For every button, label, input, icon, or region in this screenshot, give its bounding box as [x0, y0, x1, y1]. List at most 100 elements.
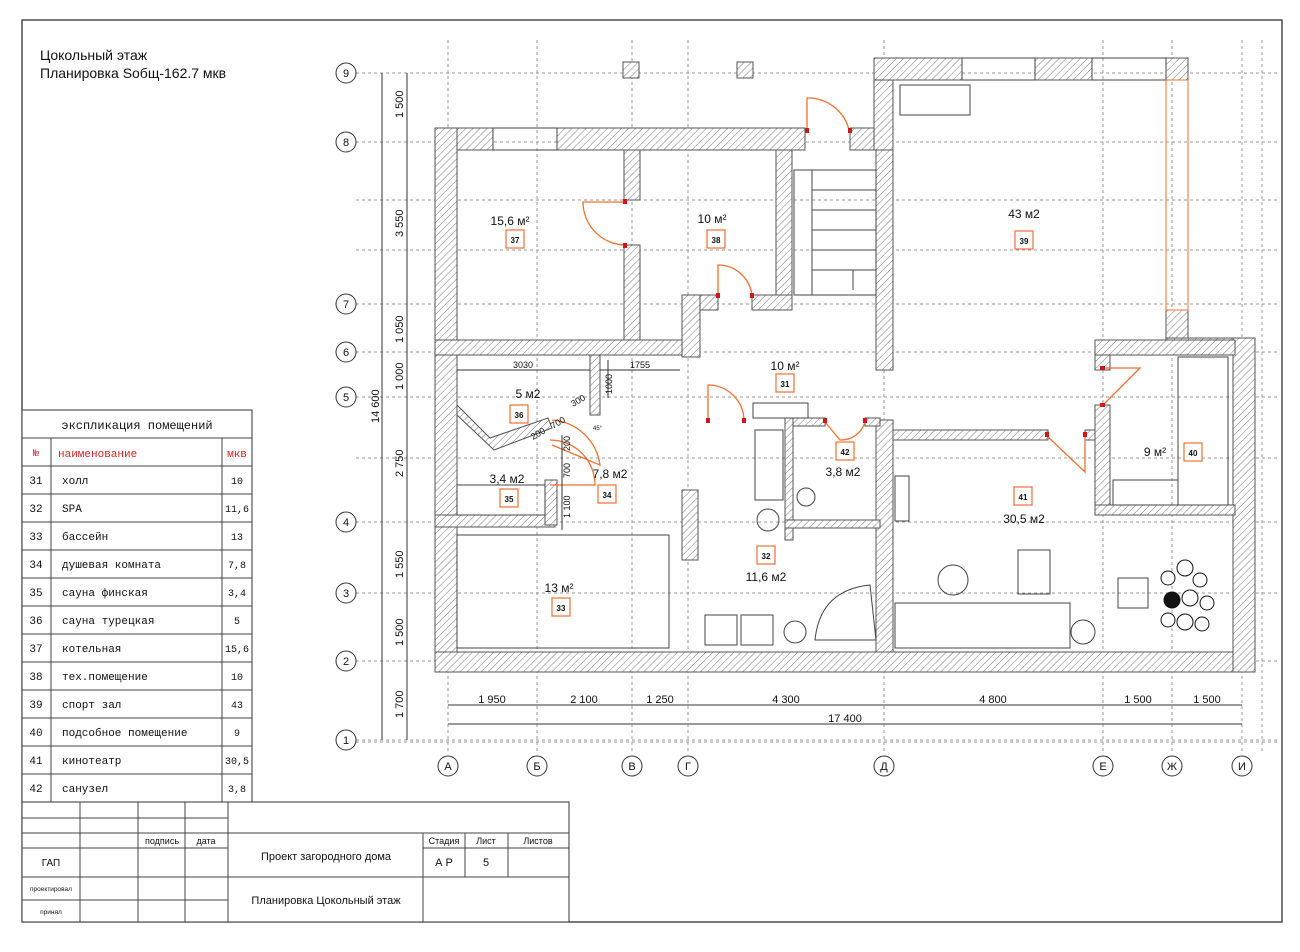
hdim-2: 2 100: [570, 694, 598, 706]
stage-label: Стадия: [429, 836, 460, 846]
dim-1100: 1 100: [562, 495, 572, 518]
vdim-8: 1 700: [394, 690, 406, 718]
explication-title: экспликация помещений: [61, 419, 212, 433]
explication-row-area: 11,6: [225, 505, 249, 516]
room-number-35: 35: [505, 495, 514, 504]
room-number-41: 41: [1019, 493, 1028, 502]
axis-B: Б: [533, 761, 540, 773]
room-area-38: 10 м²: [698, 212, 727, 226]
explication-row-name: кинотеатр: [62, 756, 121, 768]
room-number-38: 38: [712, 236, 721, 245]
explication-row-num: 35: [29, 588, 42, 600]
explication-row-area: 3,4: [228, 589, 246, 600]
room-number-31: 31: [781, 380, 790, 389]
explication-row-area: 3,8: [228, 785, 246, 796]
room-area-41: 30,5 м2: [1003, 512, 1045, 526]
grid-lines: [356, 40, 1280, 752]
hdim-7: 1 500: [1193, 694, 1221, 706]
room-number-39: 39: [1020, 237, 1029, 246]
room-area-32: 11,6 м2: [746, 570, 787, 584]
axis-V: В: [628, 761, 635, 773]
explication-row-name: тех.помещение: [62, 672, 148, 684]
axis-8: 8: [343, 137, 349, 149]
explication-row-area: 15,6: [225, 645, 249, 656]
gap-label: ГАП: [42, 858, 61, 869]
col-header-name: наименование: [58, 449, 137, 461]
room-number-40: 40: [1189, 449, 1198, 458]
explication-row-name: бассейн: [62, 531, 108, 544]
col-header-area: мкв: [227, 449, 247, 461]
row-axis-markers: 9 8 7 6 5 4 3 2 1: [335, 62, 357, 751]
vdim-total: 14 600: [370, 389, 382, 423]
room-area-35: 3,4 м2: [490, 472, 525, 486]
explication-row-num: 34: [29, 560, 43, 572]
axis-4: 4: [343, 517, 349, 529]
sheet-label: Лист: [476, 836, 496, 846]
dim-200-b: 200: [562, 436, 572, 451]
dim-700-a: 700: [549, 415, 567, 431]
hdim-3: 1 250: [646, 694, 674, 706]
room-area-34: 7,8 м2: [593, 467, 628, 481]
explication-row-name: санузел: [62, 784, 108, 796]
drawing-title: Цокольный этаж: [40, 47, 148, 63]
hdim-1: 1 950: [478, 694, 506, 706]
explication-row-name: спорт зал: [62, 700, 121, 712]
room-area-40: 9 м²: [1144, 445, 1166, 459]
signature-label: подпись: [145, 836, 179, 846]
room-number-34: 34: [603, 491, 612, 500]
hdim-4: 4 300: [772, 694, 800, 706]
explication-row-num: 40: [29, 728, 42, 740]
explication-row-area: 5: [234, 617, 240, 628]
drawing-subtitle: Планировка Sобщ-162.7 мкв: [40, 65, 226, 81]
explication-row-name: сауна финская: [62, 587, 148, 600]
vdim-2: 3 550: [394, 209, 406, 237]
room-area-33: 13 м²: [545, 581, 574, 595]
vdim-6: 1 550: [394, 550, 406, 578]
doors: [549, 97, 1142, 486]
explication-row-area: 30,5: [225, 757, 249, 768]
title-block: подпись дата ГАП проектировал принял Про…: [21, 801, 570, 923]
explication-row-area: 9: [234, 729, 240, 740]
col-header-num: №: [33, 449, 39, 460]
designed-label: проектировал: [30, 886, 72, 893]
axis-6: 6: [343, 347, 349, 359]
explication-row-area: 10: [231, 673, 243, 684]
dim-3030: 3030: [513, 360, 533, 370]
axis-7: 7: [343, 299, 349, 311]
explication-row-name: SPA: [62, 504, 82, 516]
room-area-37: 15,6 м²: [491, 214, 530, 228]
dim-1755: 1755: [630, 360, 650, 370]
axis-1: 1: [343, 735, 349, 747]
staircase: [793, 169, 877, 296]
room-area-36: 5 м2: [516, 387, 541, 401]
vdim-7: 1 500: [394, 618, 406, 646]
hdim-6: 1 500: [1124, 694, 1152, 706]
column-axis-markers: А Б В Г Д Е Ж И: [437, 755, 1253, 777]
axis-I: И: [1238, 761, 1246, 773]
explication-row-area: 43: [231, 701, 243, 712]
vdim-4: 1 000: [394, 362, 406, 390]
explication-row-num: 41: [29, 756, 43, 768]
explication-row-num: 32: [29, 504, 42, 516]
axis-G: Г: [685, 761, 691, 773]
dim-300: 300: [569, 393, 587, 409]
dim-700-b: 700: [562, 463, 572, 478]
room-area-42: 3,8 м2: [826, 465, 861, 479]
explication-row-num: 39: [29, 700, 42, 712]
explication-row-name: котельная: [62, 644, 121, 656]
vdim-3: 1 050: [394, 315, 406, 343]
axis-3: 3: [343, 588, 349, 600]
vertical-dimensions: 1 500 3 550 1 050 1 000 2 750 1 550 1 50…: [370, 73, 408, 740]
axis-2: 2: [343, 656, 349, 668]
accepted-label: принял: [40, 909, 62, 916]
room-number-33: 33: [557, 604, 566, 613]
horizontal-dimensions: 1 950 2 100 1 250 4 300 4 800 1 500 1 50…: [448, 694, 1242, 725]
axis-E: Е: [1099, 761, 1106, 773]
sheet-value: 5: [483, 857, 489, 869]
room-number-32: 32: [762, 552, 771, 561]
project-name: Проект загородного дома: [261, 851, 392, 863]
room-labels: 15,6 м² 37 10 м² 38 43 м2 39 10 м² 31 5 …: [490, 207, 1203, 617]
stage-value: А Р: [435, 857, 453, 869]
axis-D: Д: [880, 761, 888, 773]
